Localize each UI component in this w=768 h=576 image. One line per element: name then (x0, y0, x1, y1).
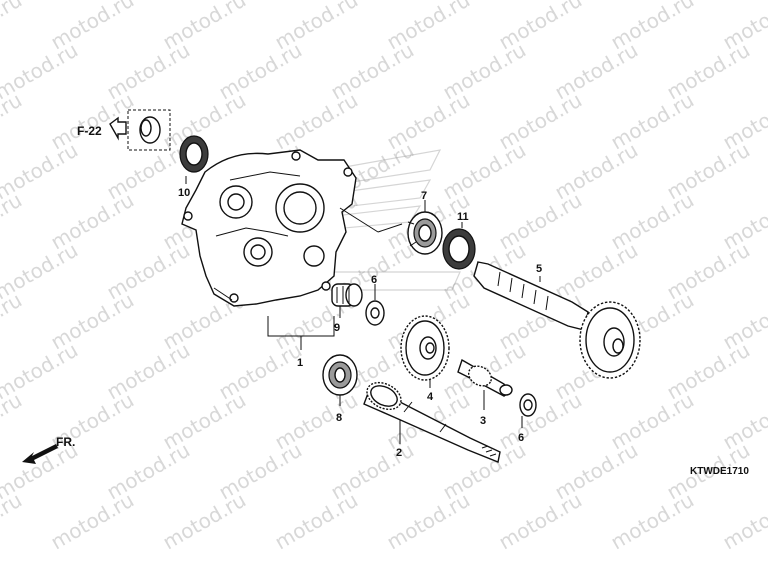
callout-1: 1 (297, 357, 303, 369)
watermark-text: motod.ru (0, 288, 26, 355)
reference-label-f22: F-22 (77, 124, 102, 138)
final-shaft-5 (473, 261, 641, 379)
transmission-case (181, 149, 403, 307)
countershaft-3 (457, 358, 513, 397)
watermark-text: motod.ru (495, 488, 586, 555)
oil-seal-11 (442, 228, 476, 270)
watermark-text: motod.ru (271, 488, 362, 555)
front-marker-label: FR. (56, 435, 75, 449)
watermark-text: motod.ru (0, 0, 26, 54)
callout-6-upper: 6 (371, 274, 377, 286)
washer-6-lower (519, 393, 537, 417)
watermark-text: motod.ru (47, 488, 138, 555)
bearing-9 (331, 283, 363, 307)
watermark-text: motod.ru (0, 88, 26, 155)
callout-7: 7 (421, 190, 427, 202)
callout-labels: F-22 1 2 3 4 5 6 6 7 8 9 10 11 KTWDE1710 (77, 124, 749, 477)
watermark-text: motod.ru (0, 388, 26, 455)
callout-4: 4 (427, 391, 434, 403)
oil-seal-10 (179, 135, 209, 173)
bearing-7 (407, 211, 443, 255)
watermark-text: motod.ru (719, 488, 768, 555)
callout-8: 8 (336, 412, 342, 424)
gear-4 (400, 315, 450, 381)
watermark-text: motod.ru (0, 188, 26, 255)
shaft-2 (363, 381, 501, 463)
callout-11: 11 (457, 211, 469, 223)
callout-9: 9 (334, 322, 340, 334)
washer-6-upper (365, 300, 385, 326)
callout-6-lower: 6 (518, 432, 524, 444)
watermark-text: motod.ru (159, 488, 250, 555)
callout-3: 3 (480, 415, 486, 427)
diagram-code: KTWDE1710 (690, 466, 749, 477)
callout-2: 2 (396, 447, 402, 459)
bearing-8 (322, 354, 358, 396)
front-direction-marker: FR. (22, 435, 75, 464)
watermark-text: motod.ru (607, 488, 698, 555)
watermark-layer: motod.ru motod.ru motod.ru motod.ru motod.ru… (0, 0, 768, 554)
callout-5: 5 (536, 263, 542, 275)
front-arrow-icon (22, 444, 58, 464)
watermark-text: motod.ru (383, 488, 474, 555)
watermark-text: motod.ru (0, 488, 26, 555)
leader-lines (185, 176, 541, 444)
callout-10: 10 (178, 187, 190, 199)
arrow-left-icon (109, 116, 127, 141)
reference-box-f22 (109, 109, 171, 151)
